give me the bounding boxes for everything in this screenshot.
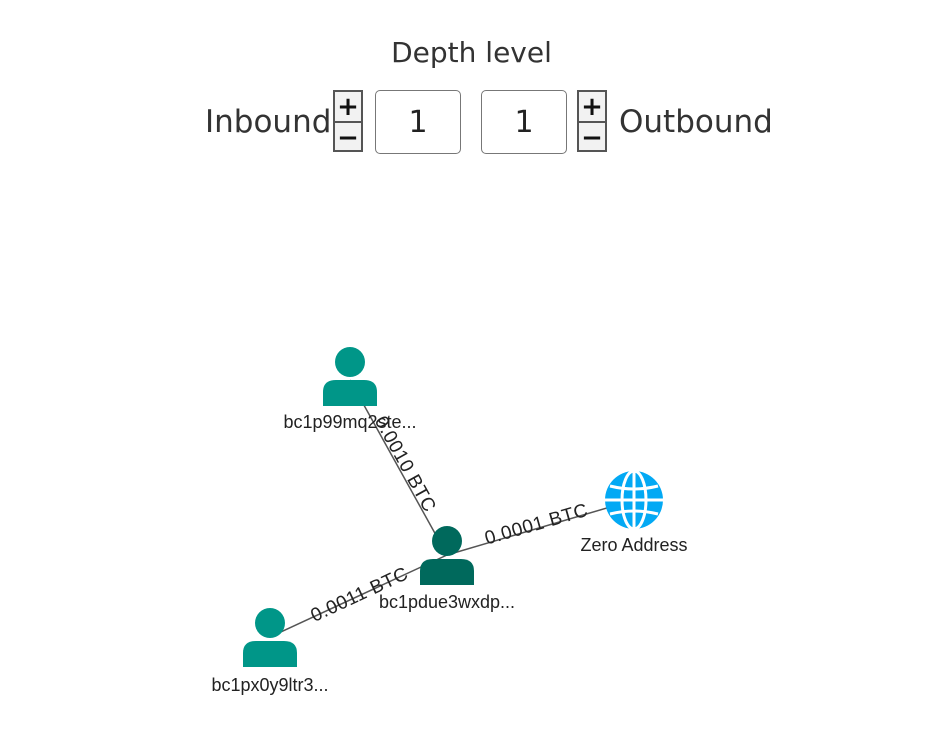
inbound-stepper: + − (333, 90, 363, 153)
node-n4[interactable]: Zero Address (580, 469, 688, 555)
outbound-label: Outbound (619, 104, 773, 140)
inbound-decrement-button[interactable]: − (337, 122, 359, 153)
node-label: bc1px0y9ltr3... (211, 675, 328, 695)
outbound-increment-button[interactable]: + (579, 92, 605, 123)
edge-n2-n4[interactable] (446, 499, 635, 556)
graph-edges (269, 379, 635, 638)
person-icon (243, 608, 297, 667)
globe-icon (605, 469, 663, 531)
node-n1[interactable]: bc1p99mq2ste... (283, 347, 417, 432)
person-icon (420, 526, 474, 585)
inbound-label: Inbound (205, 104, 332, 140)
outbound-stepper: + − (577, 90, 607, 153)
node-label: Zero Address (580, 535, 687, 555)
person-icon (323, 347, 377, 406)
node-label: bc1pdue3wxdp... (379, 592, 515, 612)
node-label: bc1p99mq2ste... (283, 412, 416, 432)
edge-label-n2-n4: 0.0001 BTC (482, 500, 590, 550)
outbound-decrement-button[interactable]: − (581, 122, 603, 153)
inbound-increment-button[interactable]: + (335, 92, 361, 123)
node-n2[interactable]: bc1pdue3wxdp... (379, 526, 515, 612)
inbound-depth-input[interactable]: 1 (375, 90, 461, 154)
edge-n3-n2[interactable] (269, 554, 448, 638)
depth-controls: Inbound + − 1 1 + − Outbound (0, 90, 943, 154)
page-title: Depth level (391, 36, 552, 69)
outbound-depth-input[interactable]: 1 (481, 90, 567, 154)
node-n3[interactable]: bc1px0y9ltr3... (211, 608, 329, 695)
edge-n1-n2[interactable] (349, 379, 448, 556)
